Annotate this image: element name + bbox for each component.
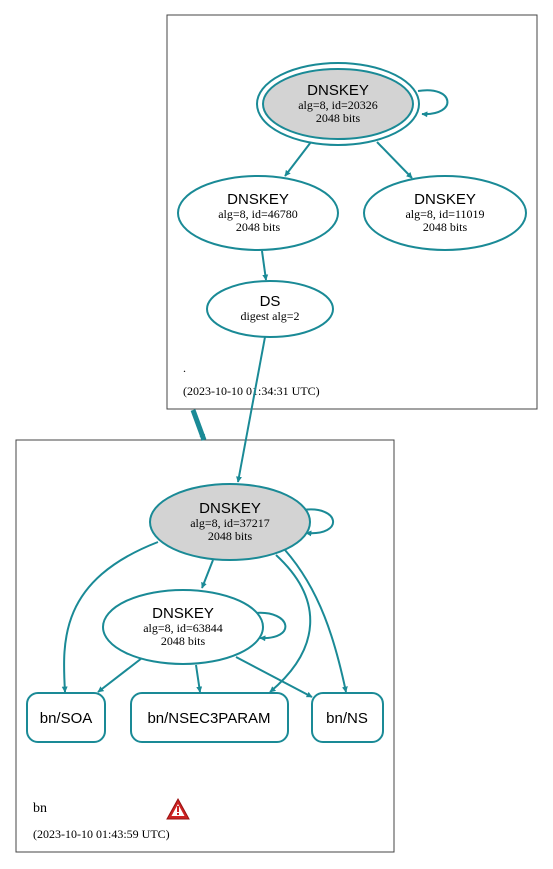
- bn-ksk-bits: 2048 bits: [208, 529, 253, 543]
- rrset-soa-node[interactable]: bn/SOA: [26, 692, 106, 743]
- ds-title: DS: [260, 293, 281, 310]
- root-zsk1-alg: alg=8, id=46780: [218, 207, 298, 221]
- edge-zsk1-ds: [261, 250, 269, 281]
- bn-ksk-title: DNSKEY: [199, 500, 261, 517]
- root-ksk-node[interactable]: DNSKEY alg=8, id=20326 2048 bits: [256, 62, 420, 146]
- root-ksk-bits: 2048 bits: [316, 111, 361, 125]
- edge-bn-zsk-soa: [97, 657, 143, 693]
- root-zsk2-bits: 2048 bits: [423, 220, 468, 234]
- root-ksk-alg: alg=8, id=20326: [298, 98, 378, 112]
- ds-node[interactable]: DS digest alg=2: [206, 280, 334, 338]
- root-ksk-title: DNSKEY: [307, 82, 369, 99]
- edge-bn-zsk-ns: [235, 656, 313, 698]
- edges: [61, 89, 449, 698]
- bn-ksk-alg: alg=8, id=37217: [190, 516, 270, 530]
- ds-digest: digest alg=2: [240, 309, 299, 323]
- bn-ksk-node[interactable]: DNSKEY alg=8, id=37217 2048 bits: [149, 483, 311, 561]
- root-zsk1-node[interactable]: DNSKEY alg=8, id=46780 2048 bits: [177, 175, 339, 251]
- root-zsk2-title: DNSKEY: [414, 191, 476, 208]
- root-zsk2-node[interactable]: DNSKEY alg=8, id=11019 2048 bits: [363, 175, 527, 251]
- root-zsk1-title: DNSKEY: [227, 191, 289, 208]
- bn-zsk-alg: alg=8, id=63844: [143, 621, 223, 635]
- root-zsk1-bits: 2048 bits: [236, 220, 281, 234]
- edge-bn-ksk-self: [302, 508, 335, 537]
- root-zsk2-alg: alg=8, id=11019: [405, 207, 484, 221]
- edge-ds-bn-ksk: [236, 336, 266, 483]
- bn-zsk-node[interactable]: DNSKEY alg=8, id=63844 2048 bits: [102, 589, 264, 665]
- root-zone-cluster: . (2023-10-10 01:34:31 UTC): [166, 14, 538, 410]
- edge-bn-zsk-nsec3param: [195, 664, 203, 693]
- bn-zone-cluster: bn (2023-10-10 01:43:59 UTC): [15, 439, 395, 853]
- bn-zsk-bits: 2048 bits: [161, 634, 206, 648]
- warning-triangle-icon: [166, 797, 190, 820]
- edge-root-ksk-self: [417, 89, 449, 118]
- root-zone-name: .: [183, 361, 186, 375]
- bn-zone-timestamp: (2023-10-10 01:43:59 UTC): [33, 827, 170, 841]
- edge-bn-ksk-ns: [284, 549, 348, 693]
- rrset-nsec3param-node[interactable]: bn/NSEC3PARAM: [130, 692, 289, 743]
- edge-root-ksk-zsk2: [376, 141, 413, 179]
- edge-root-ksk-zsk1: [284, 141, 312, 177]
- rrset-soa-label: bn/SOA: [40, 710, 93, 727]
- rrset-ns-node[interactable]: bn/NS: [311, 692, 384, 743]
- edge-bn-ksk-zsk: [201, 559, 214, 589]
- root-zone-timestamp: (2023-10-10 01:34:31 UTC): [183, 384, 320, 398]
- bn-zone-name: bn: [33, 801, 47, 816]
- rrset-ns-label: bn/NS: [326, 710, 368, 727]
- rrset-nsec3param-label: bn/NSEC3PARAM: [147, 710, 270, 727]
- edge-bn-ksk-soa: [61, 541, 159, 693]
- bn-zsk-title: DNSKEY: [152, 605, 214, 622]
- edge-bn-zsk-self: [254, 611, 287, 642]
- edge-delegation: [190, 409, 207, 441]
- edge-bn-ksk-nsec3param: [269, 554, 312, 693]
